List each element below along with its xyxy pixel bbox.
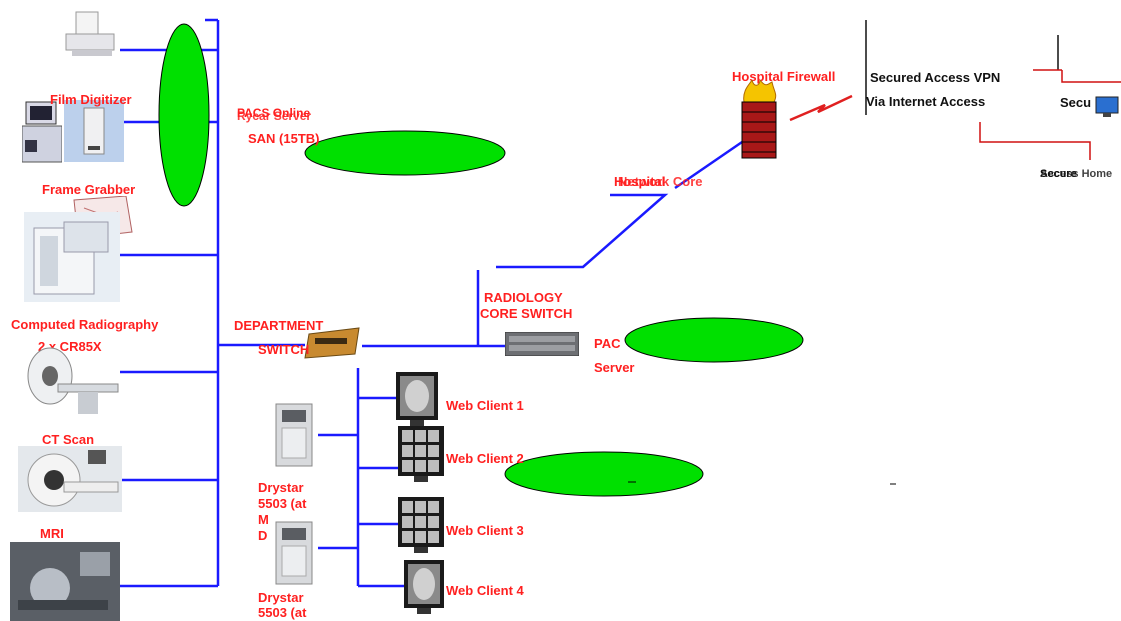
radiology-switch-label-1: RADIOLOGY <box>484 290 563 306</box>
drystar-a-label-1: Drystar <box>258 480 304 496</box>
secure-remote-label: Secu <box>1060 95 1091 111</box>
monitor-grid-icon <box>398 426 444 484</box>
firewall-icon <box>738 80 780 160</box>
drystar-a-label-4: D <box>258 528 267 544</box>
cr-reader-icon <box>24 212 120 302</box>
web-client-4-label: Web Client 4 <box>446 583 524 599</box>
secure-home-label-2: Access Home <box>1040 166 1112 182</box>
web-client-2-label: Web Client 2 <box>446 451 524 467</box>
pacs-server-label-1: PAC <box>594 336 620 352</box>
san-label: SAN (15TB) <box>248 131 320 147</box>
web-client-3-label: Web Client 3 <box>446 523 524 539</box>
radiology-switch-label-2: CORE SWITCH <box>480 306 572 322</box>
drystar-a-label-3: M <box>258 512 269 528</box>
printer-icon <box>270 520 318 586</box>
film-digitizer-label: Film Digitizer <box>50 92 132 108</box>
vpn-label-2: Via Internet Access <box>866 94 985 110</box>
mri-label: MRI <box>40 526 64 542</box>
web-client-1-label: Web Client 1 <box>446 398 524 414</box>
film-digitizer-icon <box>62 10 122 60</box>
rack-server-icon <box>505 332 579 356</box>
ct-scanner-icon <box>18 344 122 418</box>
workstation-tower-icon <box>64 100 124 162</box>
computed-radiography-label: Computed Radiography <box>11 317 158 333</box>
angiography-room-icon <box>10 542 120 621</box>
drystar-b-label-2: 5503 (at <box>258 605 306 621</box>
department-switch-label-2: SWITCH <box>258 342 309 358</box>
vpn-label-1: Secured Access VPN <box>870 70 1000 86</box>
drystar-b-label-1: Drystar <box>258 590 304 606</box>
drystar-a-label-2: 5503 (at <box>258 496 306 512</box>
pacs-server-label-2: Server <box>594 360 634 376</box>
monitor-xray-icon <box>404 560 444 616</box>
switch-icon <box>303 326 361 360</box>
mri-scanner-icon <box>18 446 122 512</box>
printer-icon <box>270 402 318 468</box>
network-core-label: Network Core <box>618 174 703 190</box>
monitor-grid-icon <box>398 497 444 555</box>
monitor-xray-icon <box>396 372 438 428</box>
raid-server-label: Rycar Server <box>237 108 311 124</box>
ultrasound-icon <box>22 100 62 165</box>
monitor-icon <box>1095 96 1119 118</box>
lightning-bolt-icon <box>790 96 852 120</box>
